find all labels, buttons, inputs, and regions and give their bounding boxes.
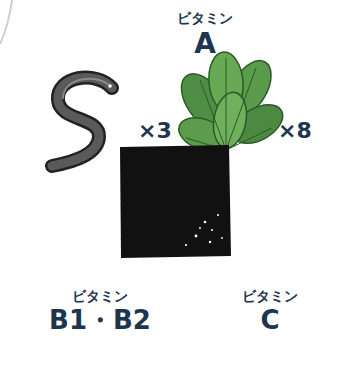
nori-sheet	[120, 145, 231, 258]
count-label: ×8	[278, 118, 312, 144]
vitamin-heading: ビタミン	[49, 288, 151, 305]
text-block: ビタミンC	[242, 288, 298, 336]
circle-outline	[155, 190, 345, 380]
vitamin-heading: ビタミン	[177, 10, 233, 27]
vitamin-name: A	[177, 27, 233, 61]
vitamin-name: C	[242, 305, 298, 336]
text-block: ビタミンA	[177, 10, 233, 60]
vitamin-heading: ビタミン	[242, 288, 298, 305]
circle-outline	[5, 188, 195, 378]
text-block: ビタミンB1・B2	[49, 288, 151, 336]
vitamin-name: B1・B2	[49, 305, 151, 336]
eel-icon	[52, 78, 112, 166]
venn-circle: ビタミンB1・B2	[5, 188, 195, 378]
venn-circle: ビタミンC	[155, 190, 345, 380]
partial-circle	[0, 0, 12, 44]
count-label: ×3	[138, 118, 172, 144]
